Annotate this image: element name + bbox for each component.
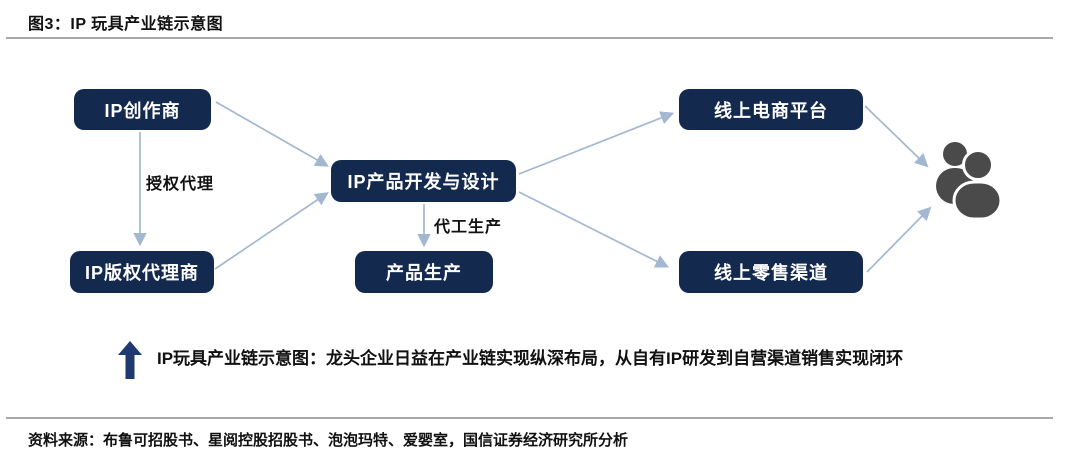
edge-label-license: 授权代理 — [146, 176, 215, 193]
node-label: IP产品开发与设计 — [347, 172, 500, 192]
arrow-retail-to-consumers — [866, 206, 932, 273]
caption-text: IP玩具产业链示意图：龙头企业日益在产业链实现纵深布局，从自有IP研发到自营渠道… — [157, 349, 904, 368]
node-label: IP创作商 — [104, 100, 181, 121]
footer-divider — [6, 417, 1053, 419]
arrow-creator-to-dev — [215, 101, 329, 167]
up-arrow-icon — [118, 341, 142, 379]
figure-title: 图3：IP 玩具产业链示意图 — [28, 16, 224, 33]
arrow-ecommerce-to-consumers — [864, 105, 929, 168]
node-label: 线上电商平台 — [714, 100, 828, 121]
caption-row: IP玩具产业链示意图：龙头企业日益在产业链实现纵深布局，从自有IP研发到自营渠道… — [118, 340, 903, 379]
node-ecommerce: 线上电商平台 — [679, 89, 863, 130]
title-divider — [6, 37, 1053, 39]
node-ip-agent: IP版权代理商 — [70, 251, 214, 293]
node-ip-creator: IP创作商 — [74, 89, 211, 130]
edge-label-oem: 代工生产 — [434, 219, 503, 236]
node-production: 产品生产 — [355, 251, 493, 293]
node-label: 产品生产 — [386, 263, 462, 283]
arrow-agent-to-dev — [214, 192, 329, 270]
arrow-dev-to-ecommerce — [518, 111, 675, 175]
node-dev-design: IP产品开发与设计 — [331, 160, 516, 202]
consumers-people-icon — [936, 142, 1003, 219]
arrow-dev-to-retail — [518, 191, 670, 268]
node-retail: 线上零售渠道 — [679, 251, 863, 293]
node-label: IP版权代理商 — [84, 263, 199, 283]
source-text: 资料来源：布鲁可招股书、星阅控股招股书、泡泡玛特、爱婴室，国信证券经济研究所分析 — [28, 432, 629, 449]
node-label: 线上零售渠道 — [714, 263, 828, 283]
